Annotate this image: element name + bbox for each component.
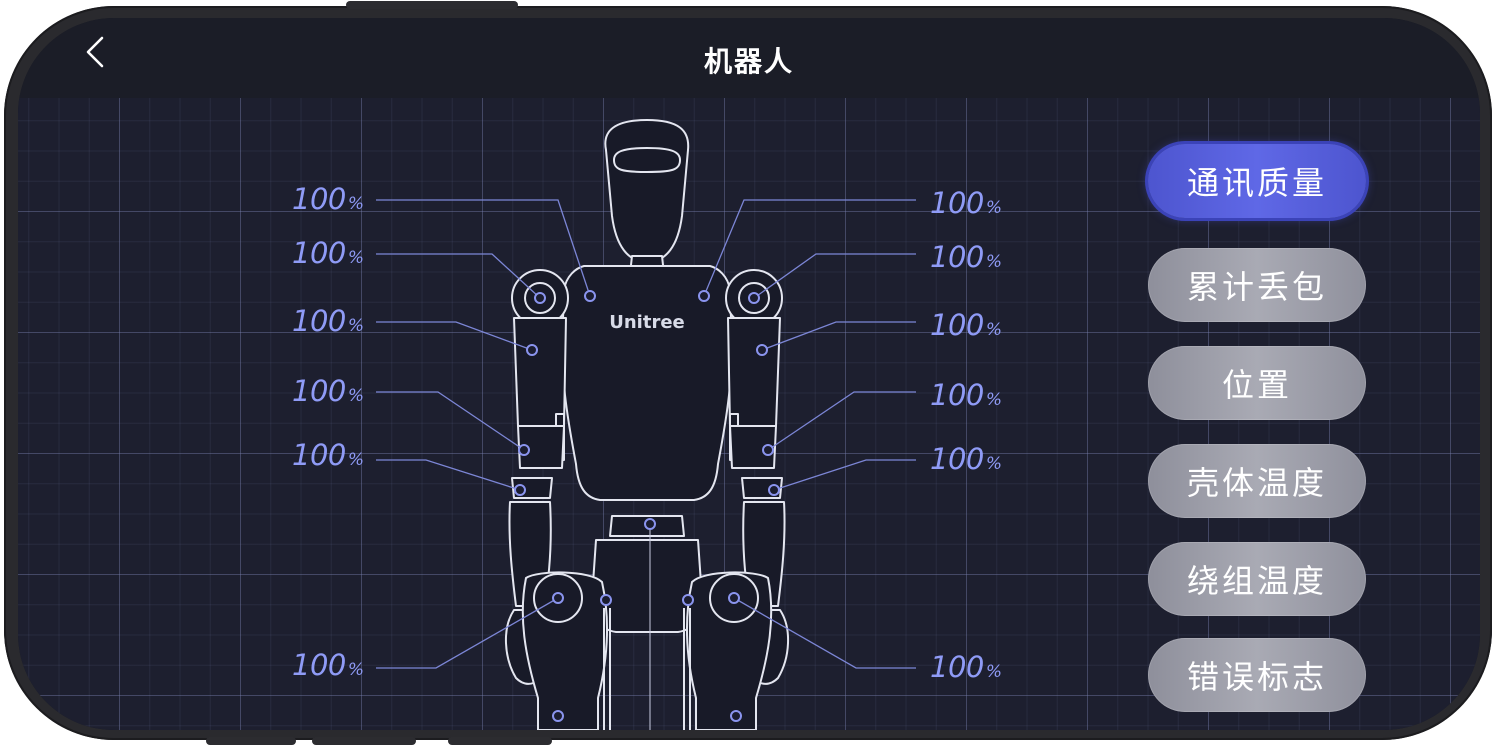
joint-value-right-2: 100% (930, 240, 1003, 274)
robot-left-upper-arm (513, 317, 567, 427)
leader-line (376, 253, 541, 299)
menu-packet-loss-button[interactable]: 累计丢包 (1148, 248, 1366, 322)
robot-chest-logo: Unitree (609, 312, 685, 333)
joint-marker (730, 710, 742, 722)
leader-line (753, 253, 916, 299)
phone-side-button (312, 737, 416, 745)
leader-line (376, 199, 591, 297)
joint-marker (534, 292, 546, 304)
joint-marker (552, 592, 564, 604)
joint-marker (584, 290, 596, 302)
leader-line (376, 459, 521, 491)
phone-side-button (346, 1, 518, 9)
app-screen: 机器人 (18, 18, 1480, 730)
joint-marker (518, 444, 530, 456)
leader-line (376, 597, 559, 669)
joint-value-right-1: 100% (930, 186, 1003, 220)
menu-shell-temp-button[interactable]: 壳体温度 (1148, 444, 1366, 518)
joint-value-left-3: 100% (292, 304, 365, 338)
joint-value-left-6: 100% (292, 648, 365, 682)
joint-marker (600, 594, 612, 606)
phone-side-button (206, 737, 296, 745)
leader-line (733, 597, 916, 669)
joint-marker (644, 518, 656, 530)
joint-marker (698, 290, 710, 302)
robot-right-shoulder-ring (738, 282, 770, 314)
page-title: 机器人 (703, 45, 794, 78)
joint-value-right-4: 100% (930, 378, 1003, 412)
joint-marker (682, 594, 694, 606)
joint-marker (756, 344, 768, 356)
leader-line (773, 459, 916, 491)
robot-pelvis (591, 539, 703, 633)
header-bar: 机器人 (18, 18, 1480, 98)
robot-right-upper-arm (727, 317, 781, 427)
joint-value-right-6: 100% (930, 650, 1003, 684)
joint-marker (762, 444, 774, 456)
robot-right-elbow (729, 425, 777, 469)
menu-position-button[interactable]: 位置 (1148, 346, 1366, 420)
menu-error-flags-button[interactable]: 错误标志 (1148, 638, 1366, 712)
robot-left-shoulder-ring (524, 282, 556, 314)
back-button[interactable] (78, 32, 118, 72)
joint-value-left-1: 100% (292, 182, 365, 216)
menu-comm-quality-button[interactable]: 通讯质量 (1148, 144, 1366, 218)
joint-value-right-3: 100% (930, 308, 1003, 342)
joint-marker (748, 292, 760, 304)
leader-line (767, 391, 916, 451)
joint-value-right-5: 100% (930, 442, 1003, 476)
leader-line (376, 321, 533, 351)
joint-marker (514, 484, 526, 496)
robot-left-elbow (517, 425, 565, 469)
phone-side-button (448, 737, 552, 745)
joint-marker (728, 592, 740, 604)
joint-value-left-4: 100% (292, 374, 365, 408)
robot-head (604, 119, 690, 263)
chevron-left-icon (86, 36, 104, 68)
joint-value-left-2: 100% (292, 236, 365, 270)
robot-diagram: Unitree (376, 119, 916, 730)
leader-line (376, 391, 525, 451)
joint-marker (768, 484, 780, 496)
menu-winding-temp-button[interactable]: 绕组温度 (1148, 542, 1366, 616)
joint-value-left-5: 100% (292, 438, 365, 472)
leader-line (703, 199, 916, 297)
joint-marker (526, 344, 538, 356)
joint-marker (552, 710, 564, 722)
robot-visor (613, 147, 681, 173)
leader-line (761, 321, 916, 351)
